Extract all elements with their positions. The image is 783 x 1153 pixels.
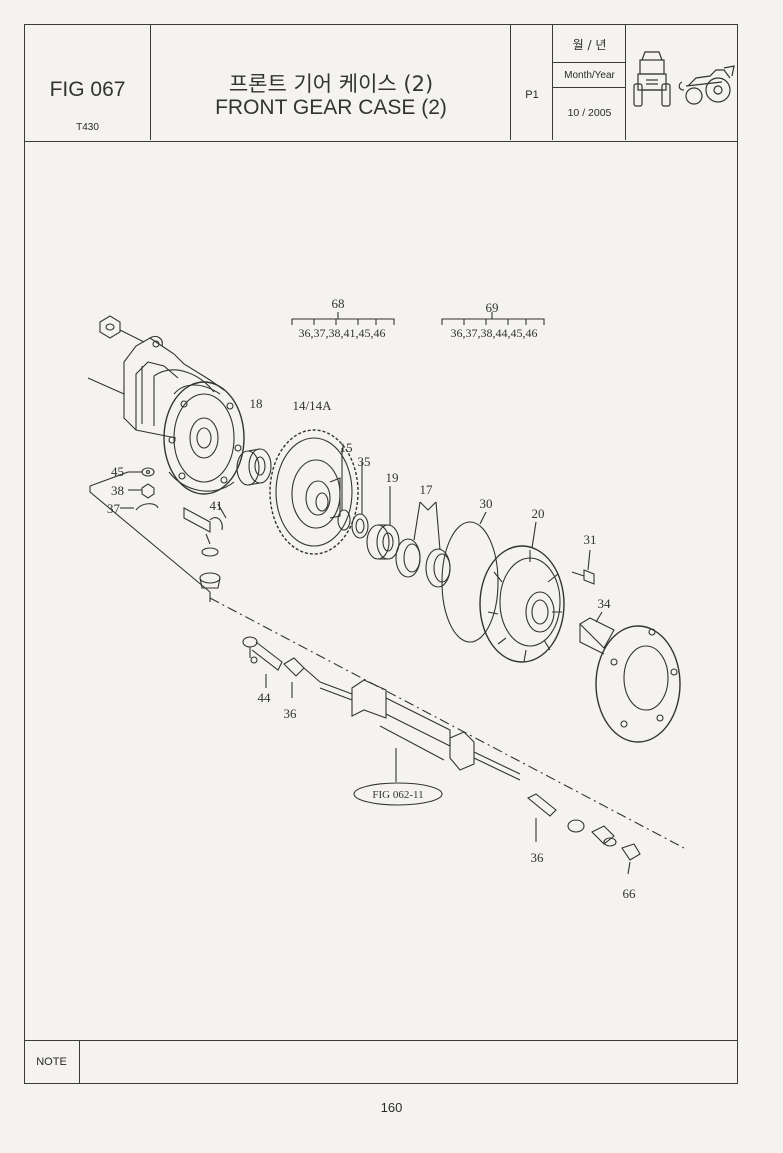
- kit-69-number: 69: [486, 300, 499, 315]
- circlip-15: [337, 448, 351, 531]
- kit-69-bracket: [441, 312, 545, 325]
- gear-case-housing: [87, 335, 245, 495]
- label-30: 30: [480, 496, 493, 511]
- exploded-parts-diagram: 68 36,37,38,41,45,46 69 36,37,38,44,45,4…: [87, 296, 685, 901]
- kit-69-parts: 36,37,38,44,45,46: [451, 326, 538, 340]
- date-label-korean: 월 / 년: [572, 38, 607, 52]
- page-code: P1: [525, 89, 539, 101]
- title-cell: 프론트 기어 케이스 (2) FRONT GEAR CASE (2): [151, 24, 511, 140]
- note-label: NOTE: [24, 1041, 80, 1083]
- date-cell: 월 / 년 Month/Year 10 / 2005: [553, 24, 626, 140]
- label-20: 20: [532, 506, 545, 521]
- label-41: 41: [210, 498, 223, 513]
- icons-svg: [633, 51, 735, 107]
- tie-rod-end-36a: [283, 657, 321, 698]
- hex-nut-top: [99, 315, 145, 343]
- diagram-labels: 68 36,37,38,41,45,46 69 36,37,38,44,45,4…: [107, 296, 636, 901]
- label-14: 14/14A: [293, 398, 333, 413]
- label-66: 66: [623, 886, 637, 901]
- small-parts-left: [89, 467, 227, 602]
- label-31: 31: [584, 532, 597, 547]
- label-36b: 36: [531, 850, 545, 865]
- fig-reference-label: FIG 062-11: [372, 789, 423, 801]
- bolt-31: [571, 549, 595, 585]
- header: FIG 067 T430 프론트 기어 케이스 (2) FRONT GEAR C…: [24, 24, 738, 142]
- assembly-axis-line: [209, 597, 685, 849]
- steering-cylinder: [319, 679, 521, 781]
- bearing-19: [366, 486, 400, 560]
- label-37: 37: [107, 501, 121, 516]
- kit-68-parts: 36,37,38,41,45,46: [299, 326, 386, 340]
- title-korean: 프론트 기어 케이스 (2): [228, 72, 434, 96]
- label-15: 15: [340, 440, 353, 455]
- note-row: NOTE: [24, 1040, 738, 1084]
- flange-34: [579, 611, 681, 743]
- label-45: 45: [111, 464, 124, 479]
- fig-reference-oval: [353, 782, 443, 806]
- label-44: 44: [258, 690, 272, 705]
- tie-rod-end-36b: [526, 793, 557, 842]
- label-18: 18: [250, 396, 263, 411]
- hub-cover-20: [479, 521, 565, 663]
- label-38: 38: [111, 483, 124, 498]
- kit-68-number: 68: [332, 296, 345, 311]
- label-19: 19: [386, 470, 399, 485]
- tractor-front-icon: [633, 51, 671, 107]
- fig-number: FIG 067: [49, 78, 126, 101]
- icons-cell: [626, 24, 738, 140]
- title-english: FRONT GEAR CASE (2): [215, 96, 447, 119]
- page-frame: [24, 24, 738, 1084]
- label-34: 34: [598, 596, 612, 611]
- page-cell: P1: [511, 24, 553, 140]
- date-label: Month/Year: [553, 62, 626, 88]
- tractor-side-icon: [678, 65, 735, 105]
- nut-parts-right: [567, 819, 641, 875]
- washer-35: [351, 462, 369, 539]
- tie-rod-end-44: [242, 636, 283, 688]
- label-36a: 36: [284, 706, 298, 721]
- model-code: T430: [76, 122, 99, 133]
- label-17: 17: [420, 482, 434, 497]
- date-value: 10 / 2005: [567, 107, 612, 119]
- fig-cell: FIG 067 T430: [24, 24, 151, 140]
- label-35: 35: [358, 454, 371, 469]
- bevel-gear-14: [269, 429, 359, 555]
- bearing-18: [236, 448, 272, 486]
- kit-68-bracket: [291, 312, 395, 325]
- o-ring-30: [441, 511, 499, 643]
- page-number: 160: [380, 1100, 403, 1115]
